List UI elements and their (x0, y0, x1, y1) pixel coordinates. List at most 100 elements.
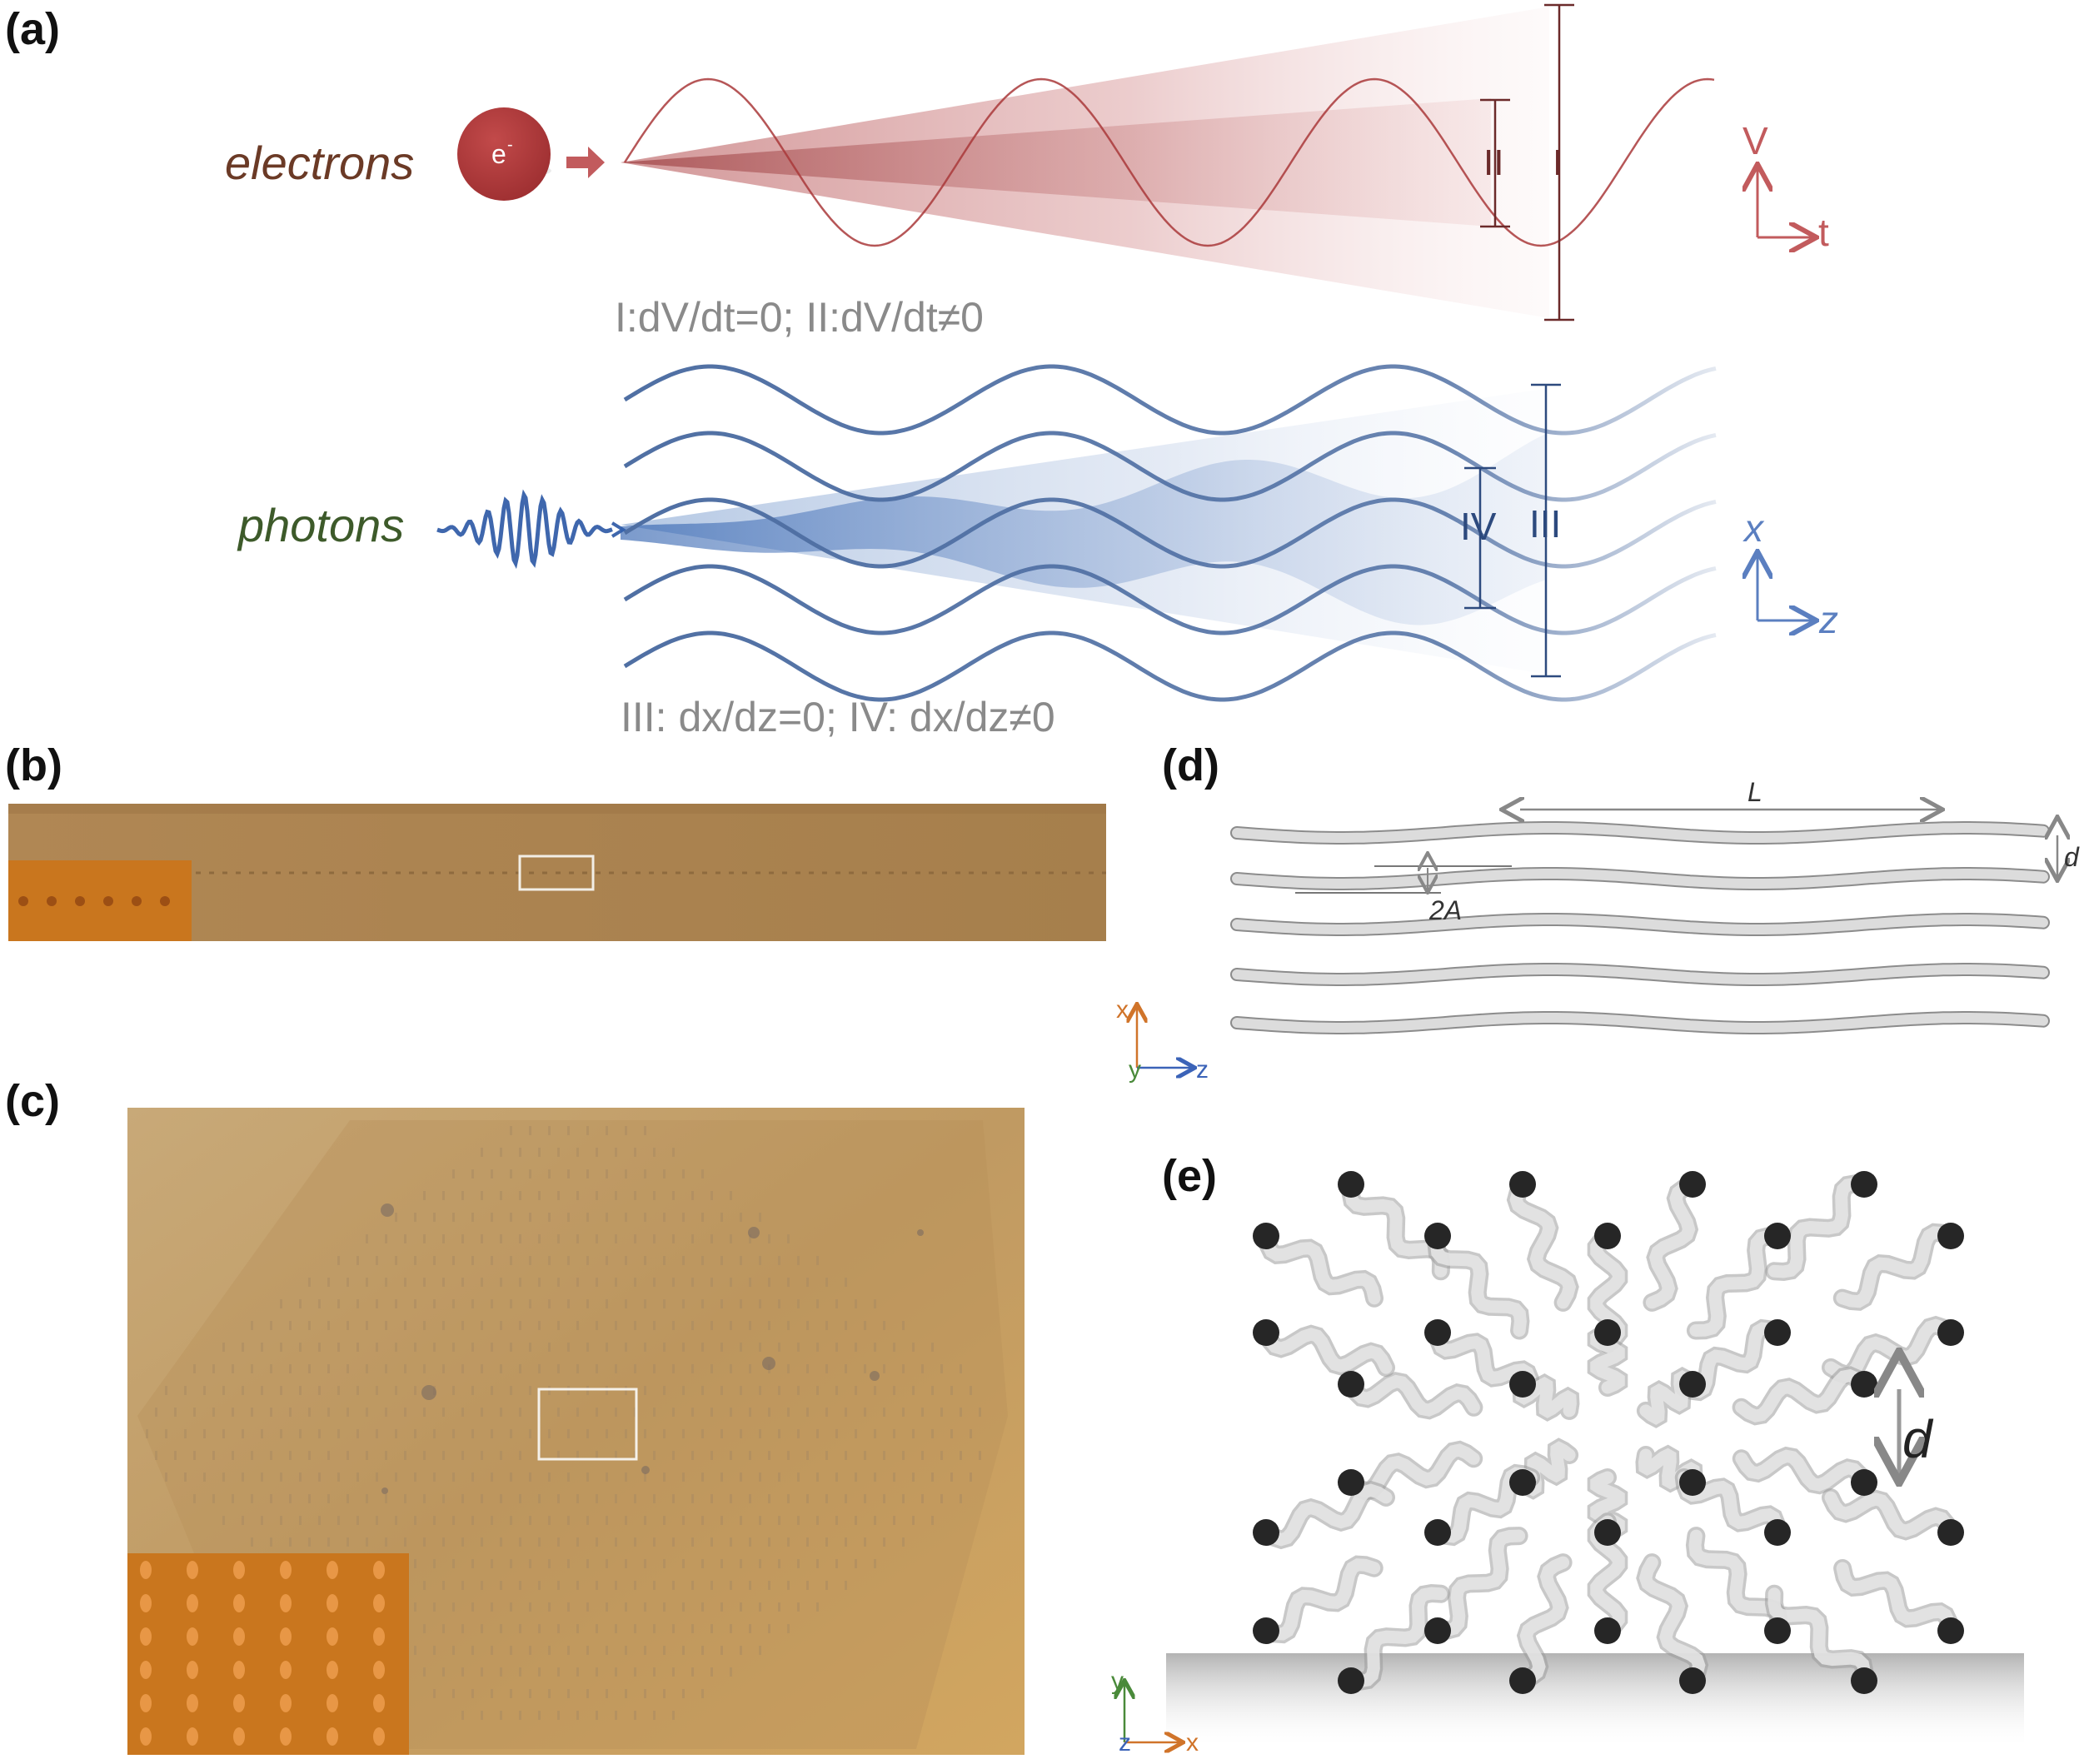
array-element (787, 1624, 790, 1633)
array-element (442, 1624, 445, 1633)
photon-waveguide (623, 630, 1717, 702)
array-element (356, 1299, 359, 1308)
array-element (653, 1364, 656, 1373)
array-element (280, 1516, 282, 1525)
array-element (567, 1559, 570, 1568)
array-element (289, 1451, 292, 1460)
e-waveguide-end (1338, 1667, 1364, 1694)
array-element (471, 1602, 474, 1612)
e-waveguide-end (1594, 1319, 1621, 1346)
array-element (318, 1472, 321, 1482)
array-element (471, 1386, 474, 1395)
array-element (423, 1494, 426, 1503)
array-element (548, 1602, 551, 1612)
array-element (787, 1451, 790, 1460)
array-element (452, 1429, 455, 1438)
array-element (816, 1429, 819, 1438)
e-waveguide-end (1509, 1469, 1536, 1496)
array-element (347, 1408, 349, 1417)
array-element (184, 1472, 187, 1482)
array-element (902, 1451, 905, 1460)
array-element (845, 1278, 847, 1287)
array-element (548, 1299, 551, 1308)
array-element (606, 1646, 608, 1655)
array-element (691, 1278, 694, 1287)
array-element (567, 1126, 570, 1135)
panel-a-photons: photons IV III x z III: dx/dz=0; IV: dx (237, 364, 1838, 740)
array-element (452, 1602, 455, 1612)
array-element (749, 1408, 751, 1417)
inset-element (187, 1561, 198, 1579)
array-element (931, 1386, 934, 1395)
array-element (720, 1646, 723, 1655)
e-helix (1836, 1226, 1957, 1308)
photon-caption: III: dx/dz=0; IV: dx/dz≠0 (621, 694, 1055, 740)
array-element (749, 1364, 751, 1373)
array-element (586, 1213, 589, 1222)
array-element (615, 1581, 617, 1590)
array-element (787, 1234, 790, 1243)
inset-element (327, 1661, 338, 1679)
array-element (749, 1581, 751, 1590)
array-element (615, 1624, 617, 1633)
array-element (155, 1408, 157, 1417)
array-element (874, 1386, 876, 1395)
array-element (644, 1472, 646, 1482)
inset-element (233, 1627, 245, 1646)
array-element (883, 1321, 885, 1330)
array-element (730, 1624, 732, 1633)
array-element (433, 1602, 436, 1612)
inset-element (280, 1561, 292, 1579)
array-element (701, 1429, 704, 1438)
array-element (816, 1602, 819, 1612)
array-element (529, 1689, 531, 1698)
array-element (500, 1321, 502, 1330)
array-element (663, 1646, 666, 1655)
array-element (433, 1472, 436, 1482)
e-waveguide-end (1851, 1371, 1877, 1398)
array-element (586, 1472, 589, 1482)
array-element (691, 1494, 694, 1503)
array-element (644, 1516, 646, 1525)
e-axis-z-label: z (1119, 1729, 1131, 1757)
marker-IV-label: IV (1460, 505, 1497, 548)
electron-ball (457, 107, 551, 201)
array-element (625, 1126, 627, 1135)
array-element (596, 1191, 598, 1200)
array-element (461, 1321, 464, 1330)
array-element (395, 1516, 397, 1525)
array-element (701, 1386, 704, 1395)
array-element (768, 1321, 770, 1330)
array-element (385, 1494, 387, 1503)
array-element (576, 1667, 579, 1677)
array-element (749, 1537, 751, 1547)
array-element (414, 1429, 416, 1438)
array-element (538, 1364, 541, 1373)
array-element (433, 1646, 436, 1655)
array-element (433, 1213, 436, 1222)
array-element (970, 1472, 972, 1482)
array-element (586, 1299, 589, 1308)
array-element (576, 1451, 579, 1460)
array-element (376, 1386, 378, 1395)
array-element (327, 1451, 330, 1460)
array-element (471, 1472, 474, 1482)
array-element (576, 1581, 579, 1590)
array-element (634, 1148, 636, 1157)
array-element (576, 1234, 579, 1243)
array-element (529, 1169, 531, 1178)
array-element (308, 1451, 311, 1460)
inset-element (187, 1661, 198, 1679)
array-element (672, 1711, 675, 1720)
array-element (710, 1278, 713, 1287)
array-element (893, 1429, 895, 1438)
array-element (845, 1364, 847, 1373)
array-element (940, 1364, 943, 1373)
e-helix (1645, 1178, 1699, 1309)
array-element (606, 1299, 608, 1308)
d-waveguides (1230, 821, 2050, 1034)
array-element (280, 1472, 282, 1482)
array-element (510, 1689, 512, 1698)
e-waveguide-end (1424, 1319, 1451, 1346)
array-element (778, 1559, 780, 1568)
